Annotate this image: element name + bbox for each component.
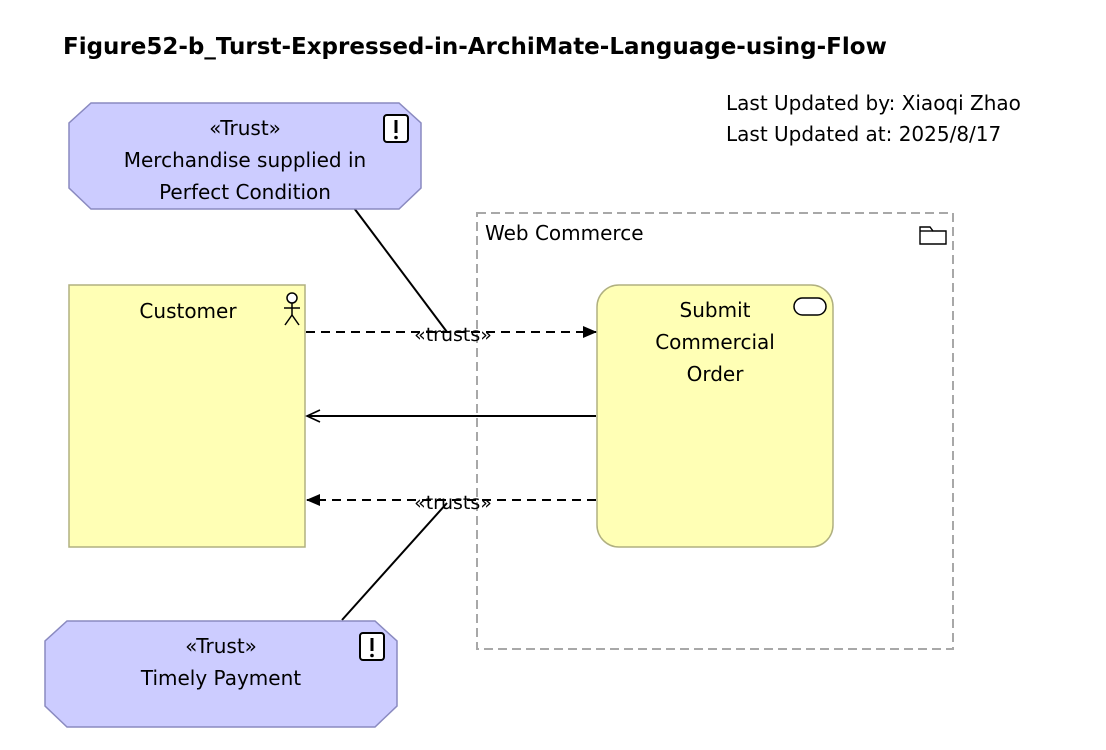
trust-bottom-stereotype: «Trust» bbox=[185, 634, 257, 658]
exclamation-icon bbox=[383, 114, 409, 143]
trust-top-line2: Perfect Condition bbox=[159, 180, 331, 204]
trust-bottom-line1: Timely Payment bbox=[140, 666, 301, 690]
trust-merchandise-note[interactable]: «Trust» Merchandise supplied in Perfect … bbox=[68, 102, 422, 210]
last-updated-by: Last Updated by: Xiaoqi Zhao bbox=[726, 91, 1021, 115]
trusts-label-bottom: «trusts» bbox=[414, 492, 492, 514]
actor-icon bbox=[284, 292, 300, 326]
trust-top-stereotype: «Trust» bbox=[209, 116, 281, 140]
update-info: Last Updated by: Xiaoqi Zhao Last Update… bbox=[726, 88, 1021, 150]
service-label-line2: Commercial bbox=[655, 330, 775, 354]
folder-icon bbox=[919, 226, 947, 245]
exclamation-icon bbox=[359, 632, 385, 661]
trusts-label-top: «trusts» bbox=[414, 324, 492, 346]
last-updated-at: Last Updated at: 2025/8/17 bbox=[726, 122, 1002, 146]
customer-actor[interactable]: Customer bbox=[68, 284, 306, 548]
trust-payment-note[interactable]: «Trust» Timely Payment bbox=[44, 620, 398, 728]
customer-label: Customer bbox=[139, 299, 237, 323]
association-line-top[interactable] bbox=[353, 207, 448, 333]
service-icon bbox=[793, 297, 827, 316]
service-label-line1: Submit bbox=[680, 298, 751, 322]
diagram-title: Figure52-b_Turst-Expressed-in-ArchiMate-… bbox=[63, 34, 887, 60]
web-commerce-group[interactable]: Web Commerce bbox=[476, 212, 954, 650]
service-label-line3: Order bbox=[687, 362, 745, 386]
web-commerce-label: Web Commerce bbox=[485, 221, 644, 245]
association-line-bottom[interactable] bbox=[341, 502, 448, 621]
trust-top-line1: Merchandise supplied in bbox=[124, 148, 366, 172]
submit-order-service[interactable]: Submit Commercial Order bbox=[596, 284, 834, 548]
